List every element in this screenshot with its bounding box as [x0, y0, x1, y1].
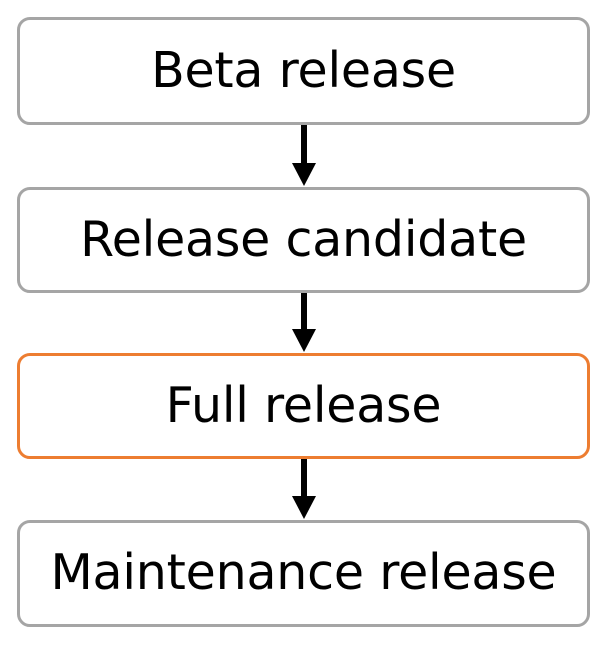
flow-node-maintenance-release[interactable]: Maintenance release	[17, 520, 590, 627]
flow-connector-arrow-down	[0, 293, 607, 353]
flow-node-label: Beta release	[151, 41, 456, 99]
flow-connector-arrow-down	[0, 125, 607, 187]
flow-node-label: Release candidate	[80, 210, 527, 268]
arrow-down-icon	[292, 293, 316, 352]
arrow-down-icon	[292, 125, 316, 186]
flow-node-beta-release[interactable]: Beta release	[17, 17, 590, 125]
flow-node-label: Maintenance release	[50, 544, 557, 601]
flow-node-label: Full release	[165, 376, 442, 434]
flow-connector-arrow-down	[0, 459, 607, 520]
arrow-down-icon	[292, 459, 316, 519]
flow-node-full-release[interactable]: Full release	[17, 353, 590, 459]
flow-node-release-candidate[interactable]: Release candidate	[17, 187, 590, 293]
